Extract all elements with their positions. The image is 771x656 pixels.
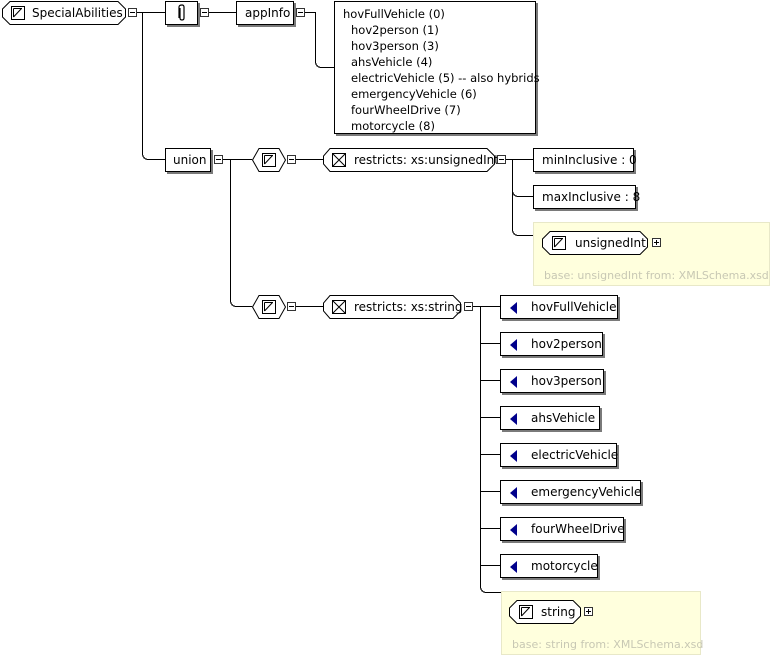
appinfo-label: appInfo	[245, 6, 291, 20]
doc-line: hovFullVehicle (0)	[343, 7, 445, 21]
enumeration-label: ahsVehicle	[531, 411, 596, 425]
min-inclusive-facet: minInclusive : 0	[533, 148, 637, 172]
doc-line: hov2person (1)	[351, 23, 439, 37]
max-inclusive-label: maxInclusive : 8	[542, 190, 641, 204]
root-name: SpecialAbilities	[32, 6, 123, 20]
union-collapse-toggle[interactable]	[214, 155, 223, 164]
expand-string-toggle[interactable]	[584, 607, 593, 616]
doc-line: emergencyVehicle (6)	[351, 87, 477, 101]
simple-type-icon	[262, 300, 276, 314]
expand-unsignedint-toggle[interactable]	[652, 238, 661, 247]
doc-line: motorcycle (8)	[351, 119, 435, 133]
enumeration-label: hov3person	[531, 374, 602, 388]
restriction-label: restricts: xs:string	[354, 300, 463, 314]
root-simple-type[interactable]: SpecialAbilities	[2, 1, 126, 25]
anonymous-simple-type-int[interactable]	[251, 148, 287, 172]
enumeration-item[interactable]: fourWheelDrive	[500, 517, 625, 541]
doc-line: hov3person (3)	[351, 39, 439, 53]
restriction-unsignedint-node[interactable]: restricts: xs:unsignedInt	[323, 148, 499, 172]
enumeration-label: emergencyVehicle	[531, 485, 642, 499]
restriction-string-toggle[interactable]	[464, 302, 473, 311]
enumeration-item[interactable]: hov3person	[500, 369, 604, 393]
simple-type-icon	[519, 605, 533, 619]
doc-line: fourWheelDrive (7)	[351, 103, 461, 117]
simple-type-icon	[262, 153, 276, 167]
enumeration-arrow-icon	[510, 487, 517, 499]
restriction-icon	[332, 300, 346, 314]
base-type-unsignedint[interactable]: unsignedInt	[542, 231, 650, 255]
base-type-footer: base: string from: XMLSchema.xsd	[512, 638, 704, 651]
restriction-icon	[332, 153, 346, 167]
restriction-string-node[interactable]: restricts: xs:string	[323, 295, 463, 319]
enumeration-arrow-icon	[510, 339, 517, 351]
doc-line: ahsVehicle (4)	[351, 55, 433, 69]
enumeration-label: hovFullVehicle	[531, 300, 617, 314]
enumeration-item[interactable]: ahsVehicle	[500, 406, 600, 430]
simple-type-icon	[11, 6, 25, 20]
union-node[interactable]: union	[165, 148, 211, 172]
appinfo-collapse-toggle[interactable]	[296, 8, 305, 17]
base-type-label: string	[541, 605, 576, 619]
simple-type-string-toggle[interactable]	[287, 302, 296, 311]
enumeration-item[interactable]: hov2person	[500, 332, 603, 356]
restriction-int-toggle[interactable]	[497, 155, 506, 164]
enumeration-label: hov2person	[531, 337, 602, 351]
enumeration-arrow-icon	[510, 524, 517, 536]
simple-type-icon	[552, 236, 566, 250]
enumeration-arrow-icon	[510, 450, 517, 462]
enumeration-item[interactable]: electricVehicle	[500, 443, 619, 467]
restriction-label: restricts: xs:unsignedInt	[354, 153, 499, 167]
max-inclusive-facet: maxInclusive : 8	[533, 185, 640, 209]
documentation-note: hovFullVehicle (0) hov2person (1) hov3pe…	[334, 1, 540, 134]
enumeration-item[interactable]: hovFullVehicle	[500, 295, 618, 319]
paperclip-icon	[177, 4, 185, 21]
enumeration-label: fourWheelDrive	[531, 522, 625, 536]
enumeration-label: motorcycle	[531, 559, 598, 573]
enumeration-arrow-icon	[510, 413, 517, 425]
enumeration-label: electricVehicle	[531, 448, 619, 462]
union-label: union	[173, 153, 207, 167]
enumeration-arrow-icon	[510, 561, 517, 573]
annotation-node[interactable]	[165, 1, 198, 25]
anonymous-simple-type-string[interactable]	[251, 295, 287, 319]
root-collapse-toggle[interactable]	[128, 8, 137, 17]
doc-line: electricVehicle (5) -- also hybrids	[351, 71, 540, 85]
base-type-string[interactable]: string	[509, 600, 581, 624]
appinfo-node[interactable]: appInfo	[236, 1, 294, 25]
base-type-footer: base: unsignedInt from: XMLSchema.xsd	[544, 269, 769, 282]
enumeration-item[interactable]: emergencyVehicle	[500, 480, 641, 504]
enumeration-arrow-icon	[510, 376, 517, 388]
min-inclusive-label: minInclusive : 0	[542, 153, 637, 167]
enumeration-item[interactable]: motorcycle	[500, 554, 598, 578]
annotation-collapse-toggle[interactable]	[200, 8, 209, 17]
simple-type-int-toggle[interactable]	[287, 155, 296, 164]
enumeration-arrow-icon	[510, 302, 517, 314]
base-type-label: unsignedInt	[575, 236, 646, 250]
